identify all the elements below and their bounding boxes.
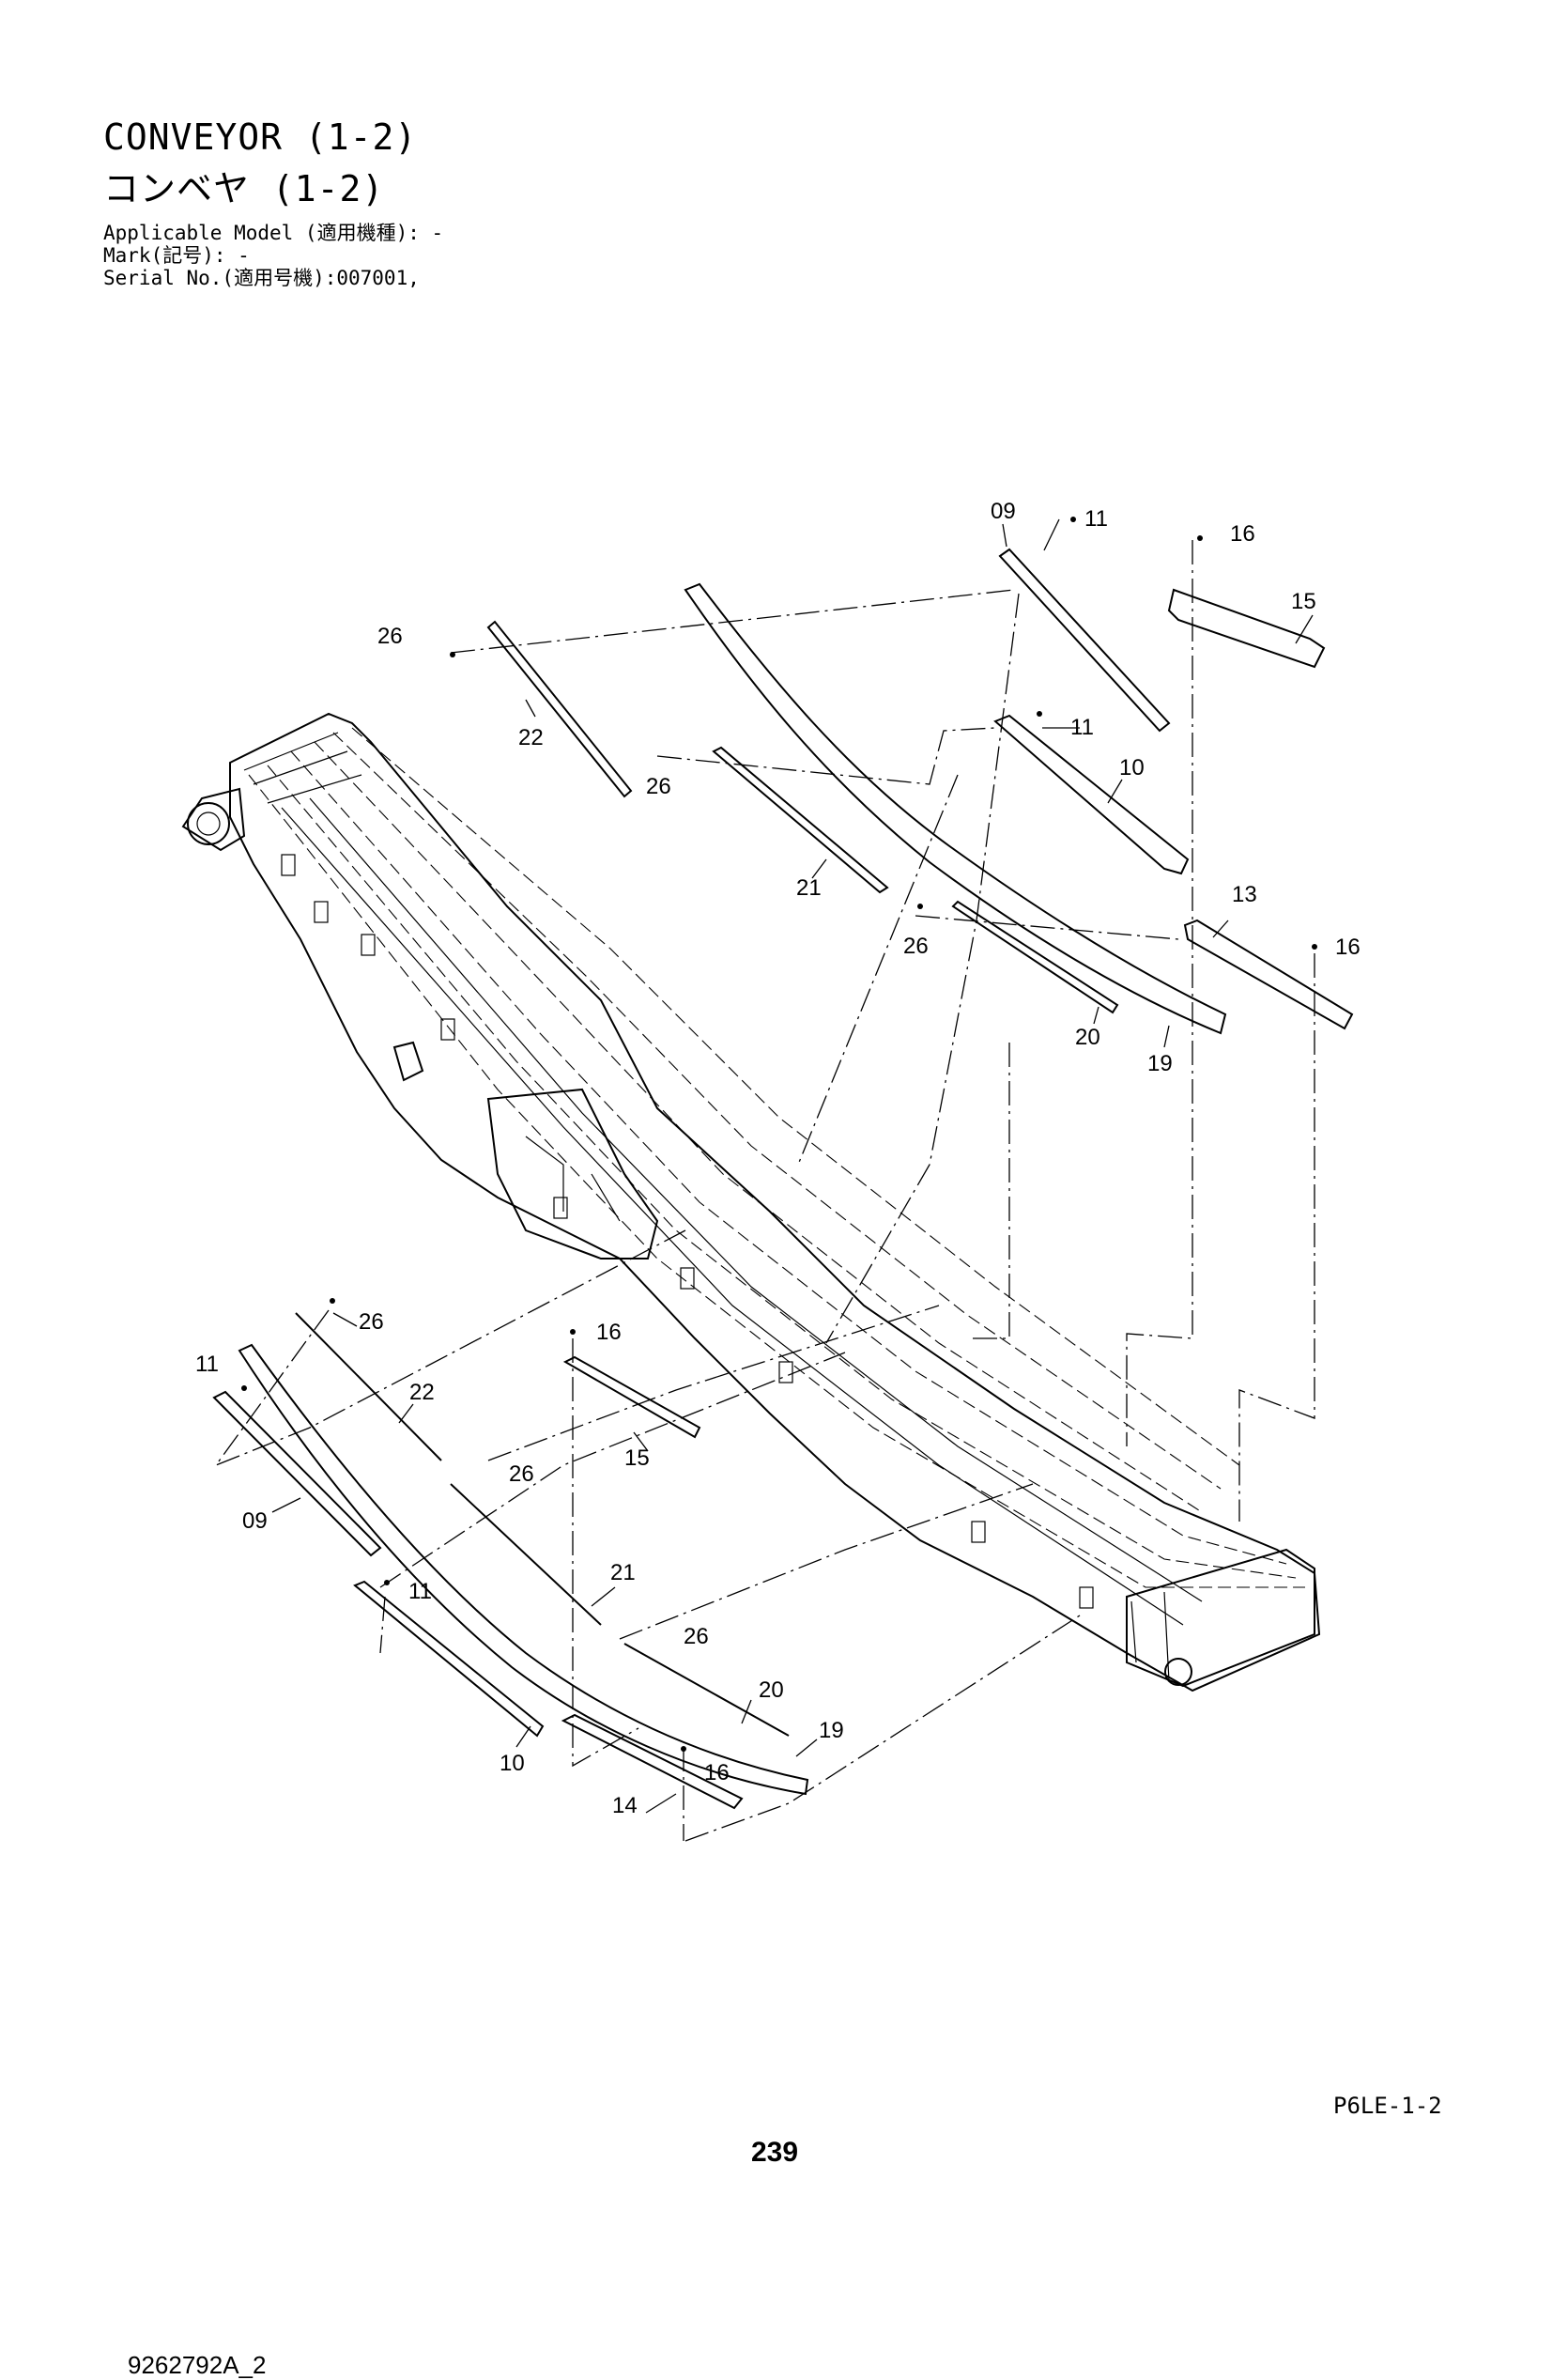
- part-21-lower: [450, 1483, 602, 1626]
- callout-20-top: 20: [1075, 1025, 1100, 1050]
- part-20-upper: [951, 900, 1119, 1014]
- part-21-upper: [712, 746, 889, 894]
- callout-21-top: 21: [796, 875, 822, 901]
- part-09-upper: [998, 548, 1171, 733]
- callout-16-top: 16: [1230, 521, 1255, 547]
- part-22-lower: [295, 1312, 442, 1461]
- callout-21-low: 21: [610, 1560, 636, 1585]
- page-number: 239: [751, 2137, 799, 2168]
- callout-19-low: 19: [819, 1718, 844, 1743]
- part-13: [1183, 919, 1354, 1030]
- assembly-lines: [214, 540, 1315, 1842]
- serial-number: Serial No.(適用号機):007001,: [103, 267, 420, 289]
- part-14: [561, 1713, 744, 1810]
- part-19-lower: [238, 1343, 809, 1796]
- mark-field: Mark(記号): -: [103, 244, 250, 267]
- callout-26-c: 26: [903, 934, 929, 959]
- drawing-id: 9262792A_2: [128, 2351, 267, 2379]
- callout-26-f: 26: [684, 1624, 709, 1649]
- exploded-parts-diagram: 09 11 16 15 26 22 11 10 26 21 13 26 16 2…: [181, 499, 1361, 1842]
- part-09-lower: [212, 1390, 382, 1557]
- callout-10-top: 10: [1119, 755, 1145, 780]
- callout-26-e: 26: [509, 1461, 534, 1487]
- callout-26-a: 26: [377, 624, 403, 649]
- applicable-model: Applicable Model (適用機種): -: [103, 222, 444, 244]
- callouts: 09 11 16 15 26 22 11 10 26 21 13 26 16 2…: [195, 499, 1361, 1818]
- callout-15-low: 15: [624, 1445, 650, 1471]
- part-15-upper: [1167, 588, 1326, 669]
- part-19-upper: [684, 582, 1227, 1035]
- part-20-lower: [623, 1643, 790, 1737]
- callout-11-top: 11: [1084, 506, 1108, 532]
- callout-10-low: 10: [500, 1751, 525, 1776]
- bolt-markers: [241, 517, 1317, 1752]
- part-10-lower: [353, 1580, 545, 1738]
- callout-19-top: 19: [1147, 1051, 1173, 1076]
- lower-parts: [212, 1312, 809, 1810]
- part-15-lower: [562, 1355, 701, 1439]
- callout-09-top: 09: [991, 499, 1016, 524]
- callout-26-b: 26: [646, 774, 671, 799]
- callout-16-low: 16: [596, 1320, 622, 1345]
- callout-13: 13: [1232, 882, 1257, 907]
- callout-15-top: 15: [1291, 589, 1316, 614]
- callout-11-mid: 11: [1070, 715, 1094, 740]
- title-english: CONVEYOR (1-2): [103, 116, 418, 158]
- part-10-upper: [993, 714, 1190, 875]
- callout-16-bot: 16: [704, 1760, 730, 1785]
- callout-11-low: 11: [408, 1579, 432, 1604]
- section-code: P6LE-1-2: [1333, 2093, 1442, 2119]
- callout-09-low: 09: [242, 1508, 268, 1534]
- conveyor-frame: [181, 712, 1321, 1692]
- upper-parts: [486, 548, 1354, 1035]
- callout-20-low: 20: [759, 1677, 784, 1703]
- part-22-upper: [486, 620, 633, 798]
- callout-11-left: 11: [195, 1352, 219, 1377]
- callout-26-d: 26: [359, 1309, 384, 1335]
- callout-22-low: 22: [409, 1380, 435, 1405]
- callout-22-top: 22: [518, 725, 544, 750]
- callout-16-mid: 16: [1335, 935, 1361, 960]
- leader-lines: [271, 518, 1314, 1814]
- callout-14: 14: [612, 1793, 638, 1818]
- title-japanese: コンベヤ (1-2): [103, 168, 385, 209]
